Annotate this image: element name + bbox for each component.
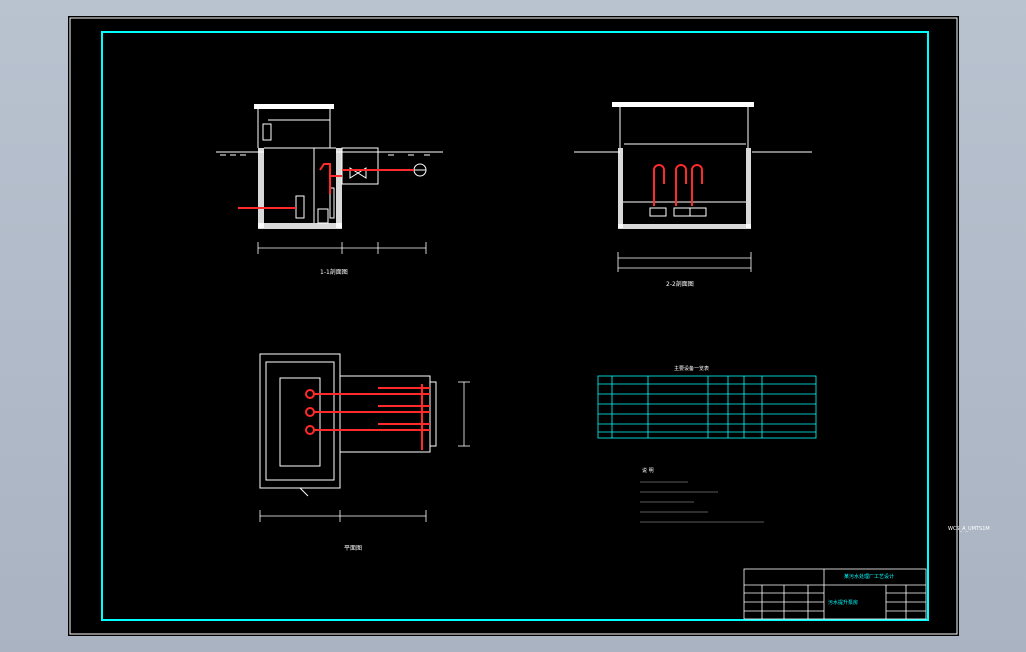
title-block: [743, 568, 927, 620]
drawing-sheet: 1-1剖面图 2-2剖面图: [68, 16, 959, 636]
plan-pipes: [305, 384, 430, 450]
coordinate-system-label: WCS_A_UMTS1M: [948, 526, 990, 532]
notes-lines: [640, 481, 764, 523]
section-2-2-view: [574, 102, 812, 272]
project-name: 某污水处理厂工艺设计: [844, 573, 894, 580]
equipment-table-title: 主要设备一览表: [674, 365, 709, 372]
plan-view: [259, 353, 470, 522]
section-2-2-pumps: [653, 164, 703, 206]
outer-frame: [69, 17, 958, 635]
section-1-1-pipes: [238, 163, 414, 209]
cad-drawing: 1-1剖面图 2-2剖面图: [69, 17, 958, 635]
notes-title: 说 明: [642, 467, 654, 474]
plan-caption: 平面图: [344, 545, 362, 552]
equipment-table: [597, 375, 817, 439]
section-2-2-caption: 2-2剖面图: [666, 280, 694, 288]
inner-frame: [101, 31, 929, 621]
drawing-name: 污水提升泵房: [828, 599, 858, 606]
section-1-1-caption: 1-1剖面图: [320, 268, 348, 276]
